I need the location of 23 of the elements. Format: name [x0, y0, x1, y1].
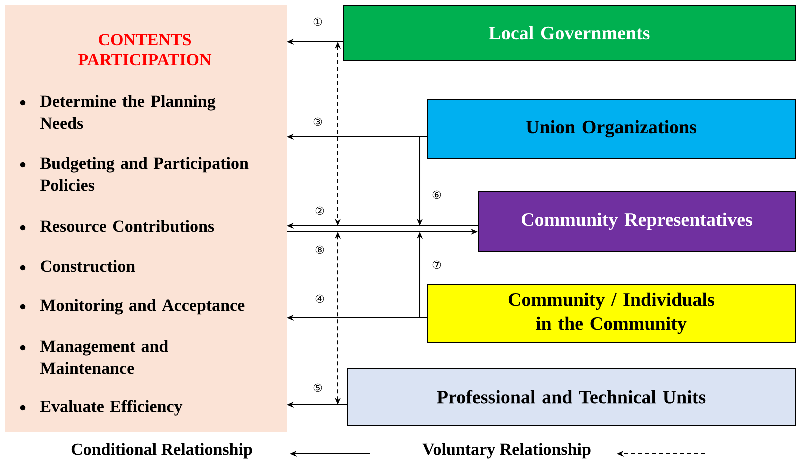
edge-label: ②	[314, 206, 326, 216]
entity-box: Professional and Technical Units	[347, 368, 796, 426]
bullet-item: Determine the Planning Needs	[40, 95, 216, 130]
panel-heading: CONTENTS PARTICIPATION	[78, 34, 212, 66]
edge-label: ③	[312, 116, 324, 128]
edge-label: ④	[314, 294, 326, 304]
edge-label: ①	[312, 16, 324, 28]
edge-label: ⑦	[431, 260, 443, 270]
edge-label: ⑤	[312, 382, 324, 394]
legend-text: Conditional Relationship	[72, 443, 252, 459]
edge-label: ⑧	[314, 244, 326, 256]
bullet-item: Resource Contributions	[40, 220, 214, 232]
bullet-item: Construction	[41, 260, 136, 272]
legend-text: Voluntary Relationship	[422, 443, 591, 459]
entity-box: Local Governments	[343, 5, 796, 61]
edge-label: ⑥	[431, 190, 443, 200]
bullet-item: Budgeting and Participation Policies	[40, 157, 249, 192]
bullet-item: Management and Maintenance	[40, 340, 168, 374]
entity-box: Community Representatives	[478, 191, 796, 252]
bullet-item: Monitoring and Acceptance	[40, 299, 245, 315]
entity-box: Community / Individuals in the Community	[427, 284, 796, 343]
entity-box: Union Organizations	[427, 99, 796, 159]
bullet-item: Evaluate Efficiency	[40, 400, 183, 416]
